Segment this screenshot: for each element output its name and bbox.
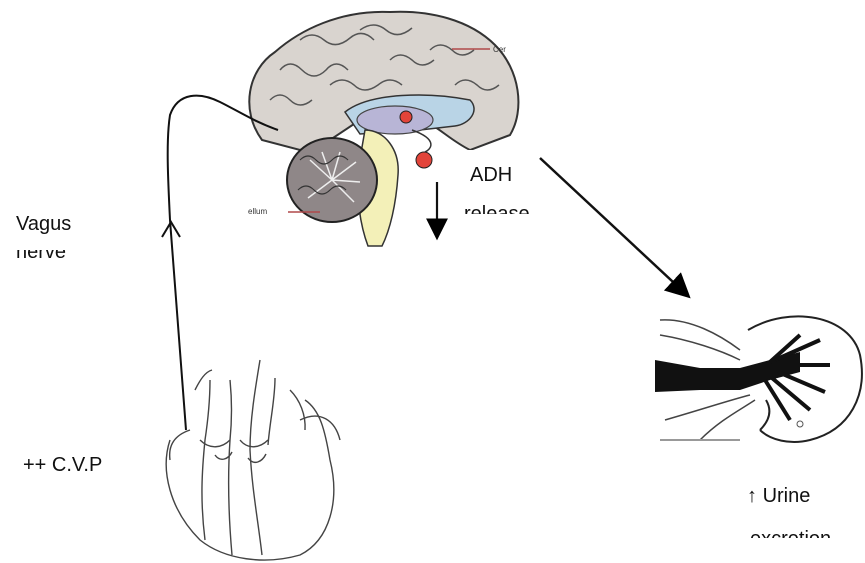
kidney-illustration — [655, 316, 862, 442]
vagus-pathway — [168, 96, 278, 430]
heart-illustration — [166, 360, 340, 560]
adh-cut-text: release — [464, 203, 530, 214]
nucleus-upper — [400, 111, 412, 123]
nucleus-lower — [416, 152, 432, 168]
adh-label: ADH — [470, 163, 512, 187]
vagus-label: Vagus — [16, 212, 71, 236]
brain-label-ellum: ellum — [248, 207, 267, 216]
heart-outline — [166, 400, 334, 560]
adh-to-kidney-arrow — [540, 158, 687, 295]
vagus-cut-label: nerve — [16, 250, 66, 264]
urine-label: ↑ Urine — [747, 484, 810, 508]
urine-cut-text: excretion — [750, 528, 831, 538]
up-arrow-icon: ↑ — [747, 485, 757, 507]
brain-label-cer: Cer — [493, 45, 506, 54]
cerebellum — [287, 138, 377, 222]
adh-cut-label: release — [464, 200, 534, 214]
urine-text: Urine — [763, 485, 811, 507]
vagus-cut-text: nerve — [16, 250, 66, 263]
urine-cut-label: excretion — [750, 523, 865, 538]
cvp-label: ++ C.V.P — [23, 453, 102, 477]
